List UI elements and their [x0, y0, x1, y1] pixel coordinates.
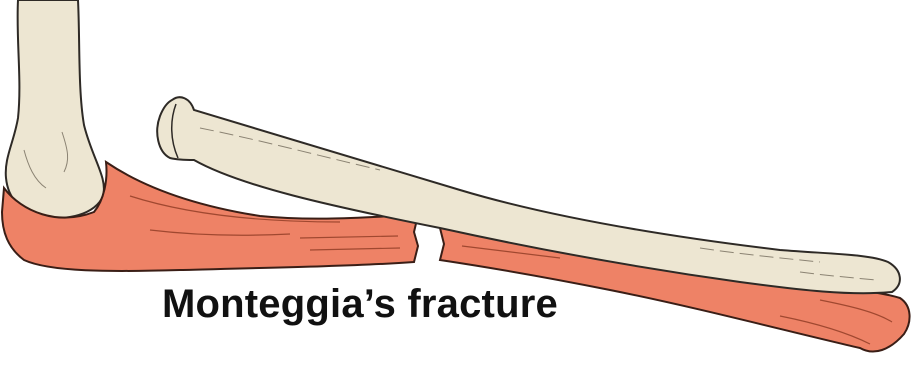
figure-caption: Monteggia’s fracture — [162, 282, 558, 327]
humerus-bone — [6, 0, 104, 218]
